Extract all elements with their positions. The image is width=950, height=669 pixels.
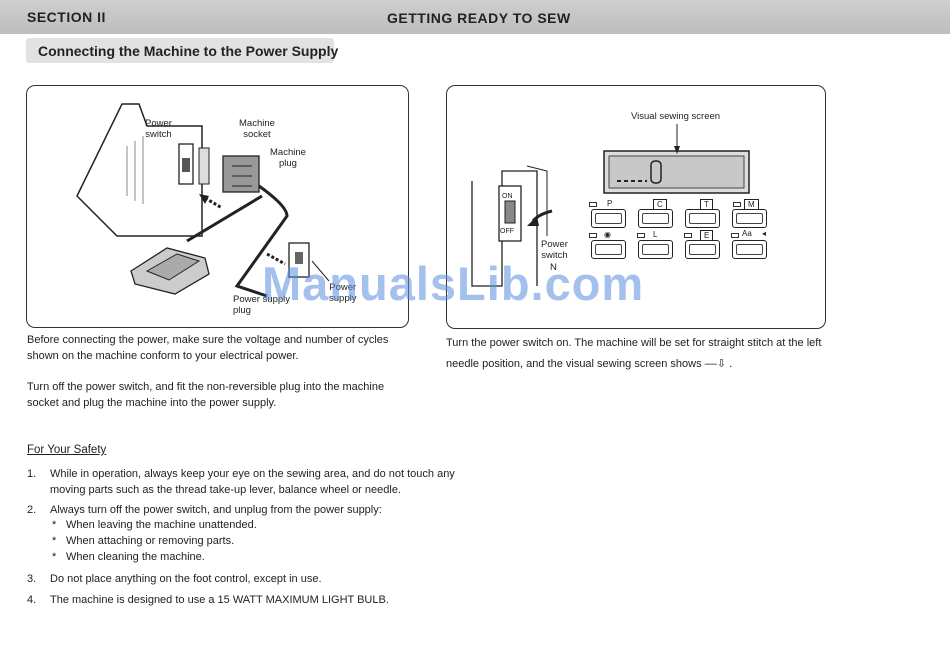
safety-title: For Your Safety <box>27 444 107 456</box>
safety-subitem: When attaching or removing parts. <box>66 535 235 547</box>
section-label: SECTION II <box>27 9 106 25</box>
safety-item-number: 1. <box>27 468 37 480</box>
watermark: ManualsLib.com <box>262 257 645 310</box>
n-label: N <box>550 262 557 273</box>
switch-off-label: OFF <box>500 228 514 235</box>
machine-plug-label: Machine plug <box>270 147 306 169</box>
safety-subitem: When leaving the machine unattended. <box>66 519 257 531</box>
bullet-star: * <box>52 551 57 563</box>
power-switch-label: Power switch <box>541 239 568 261</box>
chapter-title: GETTING READY TO SEW <box>387 10 571 26</box>
bullet-star: * <box>52 535 57 547</box>
power-supply-label: Power supply <box>329 282 357 304</box>
safety-item: 3. Do not place anything on the foot con… <box>0 571 950 589</box>
pattern-key-needle[interactable] <box>591 240 626 259</box>
safety-item-text: The machine is designed to use a 15 WATT… <box>50 594 389 606</box>
arrow-icon: ◂ <box>762 229 767 238</box>
subtitle-band <box>26 38 334 63</box>
bullet-star: * <box>52 519 57 531</box>
key-lamp <box>733 202 741 207</box>
key-label-aa: Aa <box>742 229 752 238</box>
safety-item: 4. The machine is designed to use a 15 W… <box>0 592 950 610</box>
intro-paragraph-2: Turn off the power switch, and fit the n… <box>27 381 385 409</box>
safety-item: 2. Always turn off the power switch, and… <box>0 502 950 566</box>
safety-item-number: 4. <box>27 594 37 606</box>
pattern-key-e[interactable] <box>685 240 720 259</box>
safety-item-text: Do not place anything on the foot contro… <box>50 573 322 585</box>
pattern-key-t[interactable] <box>685 209 720 228</box>
key-label-l: L <box>653 230 658 239</box>
safety-item-number: 3. <box>27 573 37 585</box>
key-lamp <box>637 233 645 238</box>
safety-item-text: moving parts such as the thread take-up … <box>50 484 401 496</box>
header-band <box>0 0 950 34</box>
figure-left-panel: Power switch Machine socket Machine plug… <box>26 85 409 328</box>
needle-position-icon: ◉ <box>604 230 611 239</box>
pattern-key-c[interactable] <box>638 209 673 228</box>
safety-item: 1. While in operation, always keep your … <box>0 466 950 500</box>
page-subtitle: Connecting the Machine to the Power Supp… <box>38 43 339 59</box>
figure-right-panel: Visual sewing screen ON OFF Power switch… <box>446 85 826 329</box>
safety-subitem: When cleaning the machine. <box>66 551 205 563</box>
pattern-key-p[interactable] <box>591 209 626 228</box>
key-lamp <box>589 202 597 207</box>
switch-on-label: ON <box>502 193 513 200</box>
machine-connection-illustration <box>76 103 330 298</box>
machine-socket-label: Machine socket <box>239 118 275 140</box>
pattern-key-m[interactable] <box>732 209 767 228</box>
power-switch-label: Power switch <box>145 118 172 140</box>
safety-item-text: While in operation, always keep your eye… <box>50 468 455 480</box>
visual-sewing-screen-label: Visual sewing screen <box>631 111 721 122</box>
key-lamp <box>684 233 692 238</box>
key-label-p: P <box>607 199 613 208</box>
pattern-key-aa[interactable] <box>732 240 767 259</box>
intro-paragraph-1: Before connecting the power, make sure t… <box>27 334 389 362</box>
key-lamp <box>589 233 597 238</box>
safety-item-text: Always turn off the power switch, and un… <box>50 504 382 516</box>
power-supply-plug-label: Power supply plug <box>233 294 291 316</box>
key-lamp <box>731 233 739 238</box>
pattern-key-l[interactable] <box>638 240 673 259</box>
safety-item-number: 2. <box>27 504 37 516</box>
control-panel-illustration <box>471 124 750 287</box>
power-on-paragraph: Turn the power switch on. The machine wi… <box>446 337 822 370</box>
